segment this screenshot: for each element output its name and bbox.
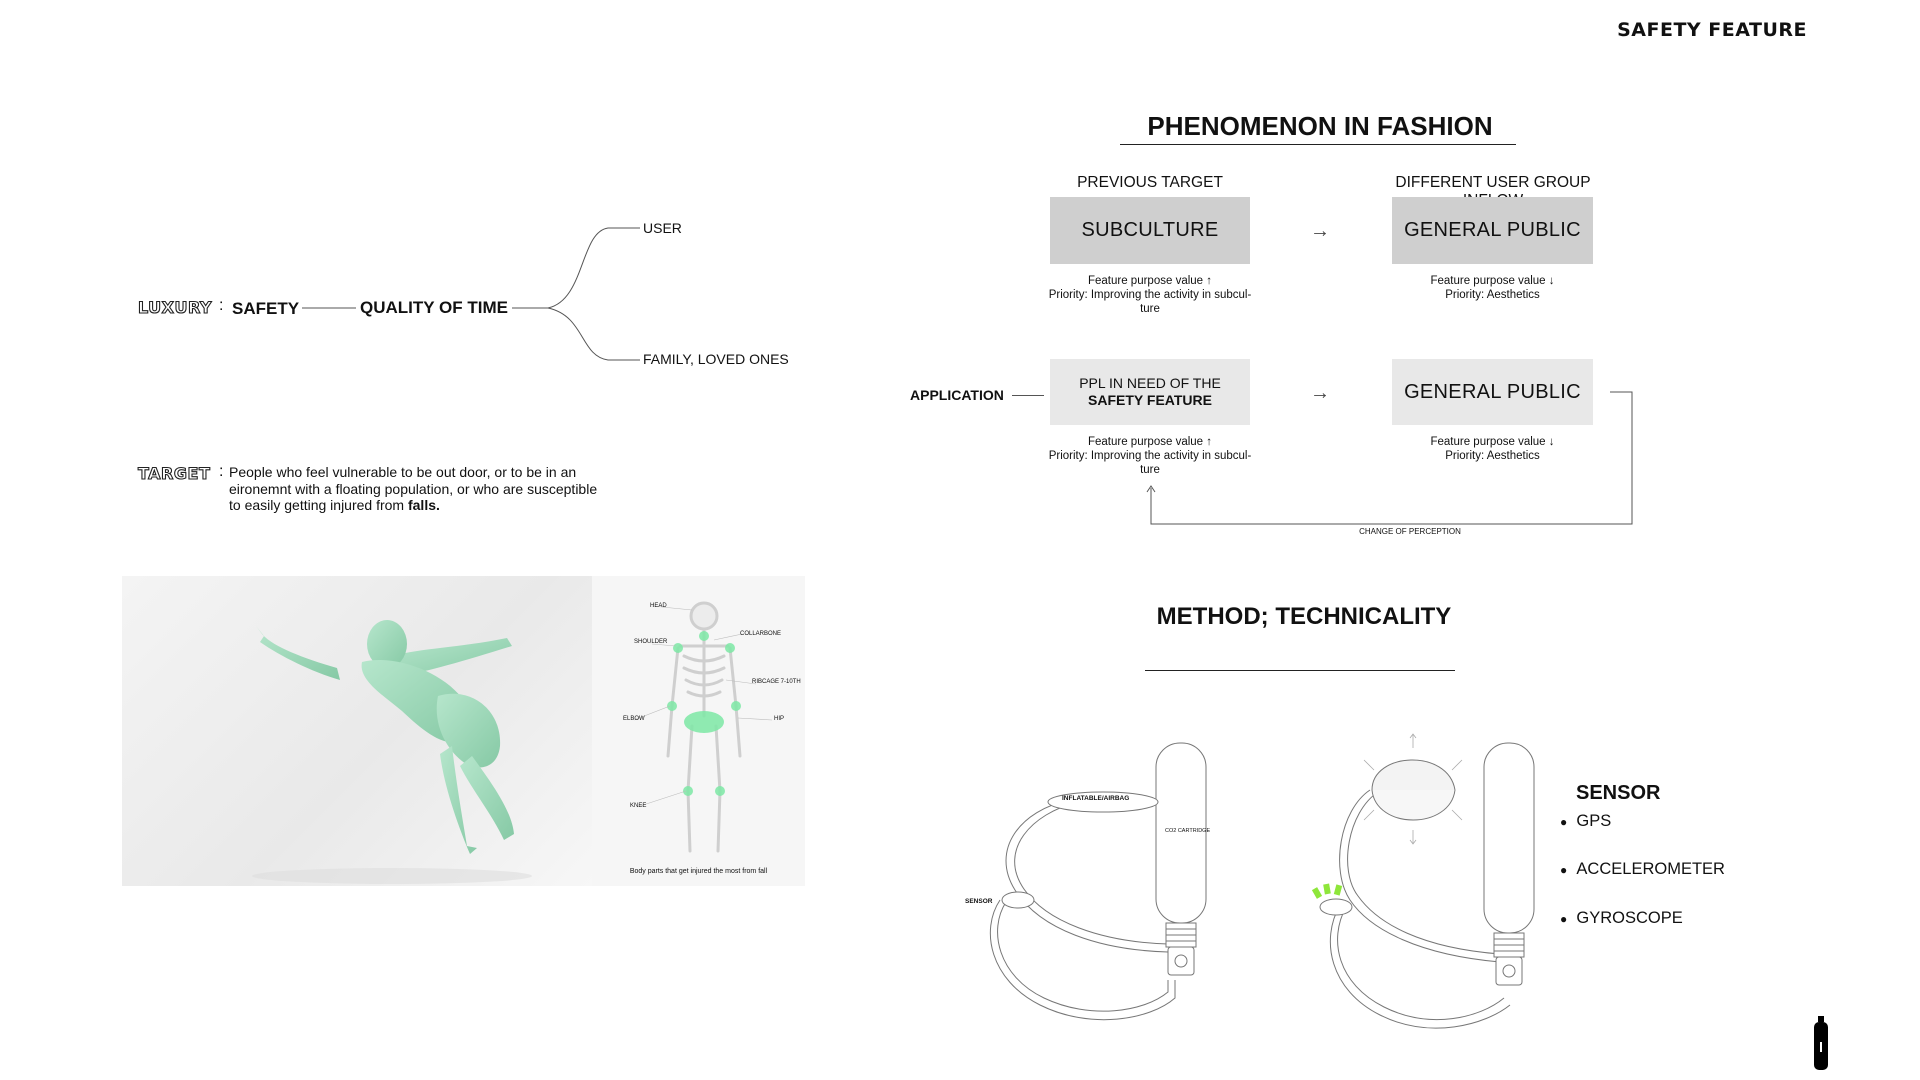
ppl-in-need-line-2: SAFETY FEATURE — [1088, 392, 1212, 408]
branch-family: FAMILY, LOVED ONES — [643, 351, 789, 367]
target-line-2: eironemnt with a floating population, or… — [229, 480, 598, 497]
sensor-gyroscope-label: GYROSCOPE — [1576, 909, 1683, 927]
sensor-list-item: ● GYROSCOPE — [1560, 909, 1683, 927]
row2-left-note-3: ture — [1140, 464, 1160, 476]
sensor-device-label: SENSOR — [965, 898, 993, 905]
phenomenon-title-underline — [1120, 144, 1516, 145]
airbag-device-inflated — [1311, 733, 1535, 1029]
row2-right-notes: Feature purpose value ↓ Priority: Aesthe… — [1392, 435, 1593, 463]
row2-left-notes: Feature purpose value ↑ Priority: Improv… — [1042, 435, 1258, 477]
row2-right-note-2: Priority: Aesthetics — [1445, 450, 1540, 462]
quality-of-time-node: QUALITY OF TIME — [360, 298, 508, 317]
application-label: APPLICATION — [910, 387, 1004, 403]
target-colon: : — [219, 463, 224, 480]
row1-arrow: → — [1310, 220, 1330, 242]
label-hip: HIP — [774, 716, 785, 722]
application-connector — [1012, 395, 1044, 396]
row2-left-note-2: Priority: Improving the activity in subc… — [1048, 450, 1252, 462]
row1-right-notes: Feature purpose value ↓ Priority: Aesthe… — [1392, 274, 1593, 302]
row1-left-notes: Feature purpose value ↑ Priority: Improv… — [1042, 274, 1258, 316]
falling-figure-image — [122, 576, 592, 886]
sensor-list-item: ● GPS — [1560, 812, 1612, 830]
general-public-box-2: GENERAL PUBLIC — [1392, 359, 1593, 425]
skeleton-image: HEAD COLLARBONE SHOULDER RIBCAGE 7-10TH … — [592, 576, 805, 886]
label-collarbone: COLLARBONE — [740, 631, 782, 637]
general-public-box-1: GENERAL PUBLIC — [1392, 197, 1593, 264]
falling-figure-illustration — [252, 620, 532, 884]
co2-cartridge-label: CO2 CARTRIDGE — [1165, 828, 1211, 834]
branch-to-user — [547, 227, 640, 309]
row2-left-note-1: Feature purpose value ↑ — [1087, 436, 1213, 448]
subculture-box-label: SUBCULTURE — [1081, 219, 1219, 241]
luxury-colon: : — [219, 297, 224, 314]
label-ribcage: RIBCAGE 7-10TH — [752, 679, 801, 685]
label-elbow: ELBOW — [623, 716, 645, 722]
label-knee: KNEE — [630, 803, 647, 809]
method-title-underline — [1145, 670, 1455, 671]
target-label: TARGET — [137, 463, 211, 483]
branch-user: USER — [643, 220, 682, 236]
sensor-list-item: ● ACCELEROMETER — [1560, 860, 1725, 878]
safety-node: SAFETY — [232, 299, 300, 318]
row1-right-note-1: Feature purpose value ↓ — [1430, 275, 1555, 287]
ppl-in-need-line-1: PPL IN NEED OF THE — [1079, 375, 1221, 391]
label-head: HEAD — [650, 603, 667, 609]
skeleton-illustration — [633, 601, 773, 853]
perception-arrowhead — [1146, 485, 1156, 493]
sensor-indicator-lights — [1311, 883, 1343, 899]
target-emphasis: falls. — [407, 497, 440, 513]
sensor-list-title: SENSOR — [1576, 782, 1661, 804]
phenomenon-title: PHENOMENON IN FASHION — [1147, 111, 1493, 141]
branch-to-family — [547, 307, 640, 361]
skeleton-caption: Body parts that get injured the most fro… — [629, 868, 768, 875]
sensor-accelerometer-label: ACCELEROMETER — [1576, 860, 1725, 878]
row2-arrow: → — [1310, 382, 1330, 404]
ppl-in-need-box: PPL IN NEED OF THE SAFETY FEATURE — [1050, 359, 1250, 425]
target-line-3: to easily getting injured from falls. — [229, 497, 649, 514]
row1-left-note-3: ture — [1140, 303, 1160, 315]
inflatable-airbag-label: INFLATABLE/AIRBAG — [1062, 795, 1130, 802]
col-header-previous-target: PREVIOUS TARGET — [1077, 174, 1223, 191]
change-of-perception-label: CHANGE OF PERCEPTION — [1359, 527, 1461, 536]
perception-loop-line — [1150, 391, 1633, 525]
co2-cartridge-icon — [1814, 1016, 1828, 1070]
row1-left-note-1: Feature purpose value ↑ — [1087, 275, 1213, 287]
luxury-label: LUXURY — [137, 297, 212, 317]
airbag-device-deflated — [989, 742, 1207, 1021]
target-line-3-text: to easily getting injured from — [229, 497, 405, 513]
method-title: METHOD; TECHNICALITY — [1156, 603, 1452, 630]
subculture-box: SUBCULTURE — [1050, 197, 1250, 264]
row1-right-note-2: Priority: Aesthetics — [1445, 289, 1540, 301]
row2-right-note-1: Feature purpose value ↓ — [1430, 436, 1555, 448]
label-shoulder: SHOULDER — [634, 639, 668, 645]
target-description: People who feel vulnerable to be out doo… — [229, 464, 649, 514]
general-public-box-2-label: GENERAL PUBLIC — [1404, 380, 1581, 403]
target-line-1: People who feel vulnerable to be out doo… — [229, 464, 577, 480]
row1-left-note-2: Priority: Improving the activity in subc… — [1048, 289, 1252, 301]
general-public-box-1-label: GENERAL PUBLIC — [1404, 219, 1581, 241]
page-header-title: SAFETY FEATURE — [1617, 19, 1807, 41]
sensor-gps-label: GPS — [1576, 812, 1612, 830]
